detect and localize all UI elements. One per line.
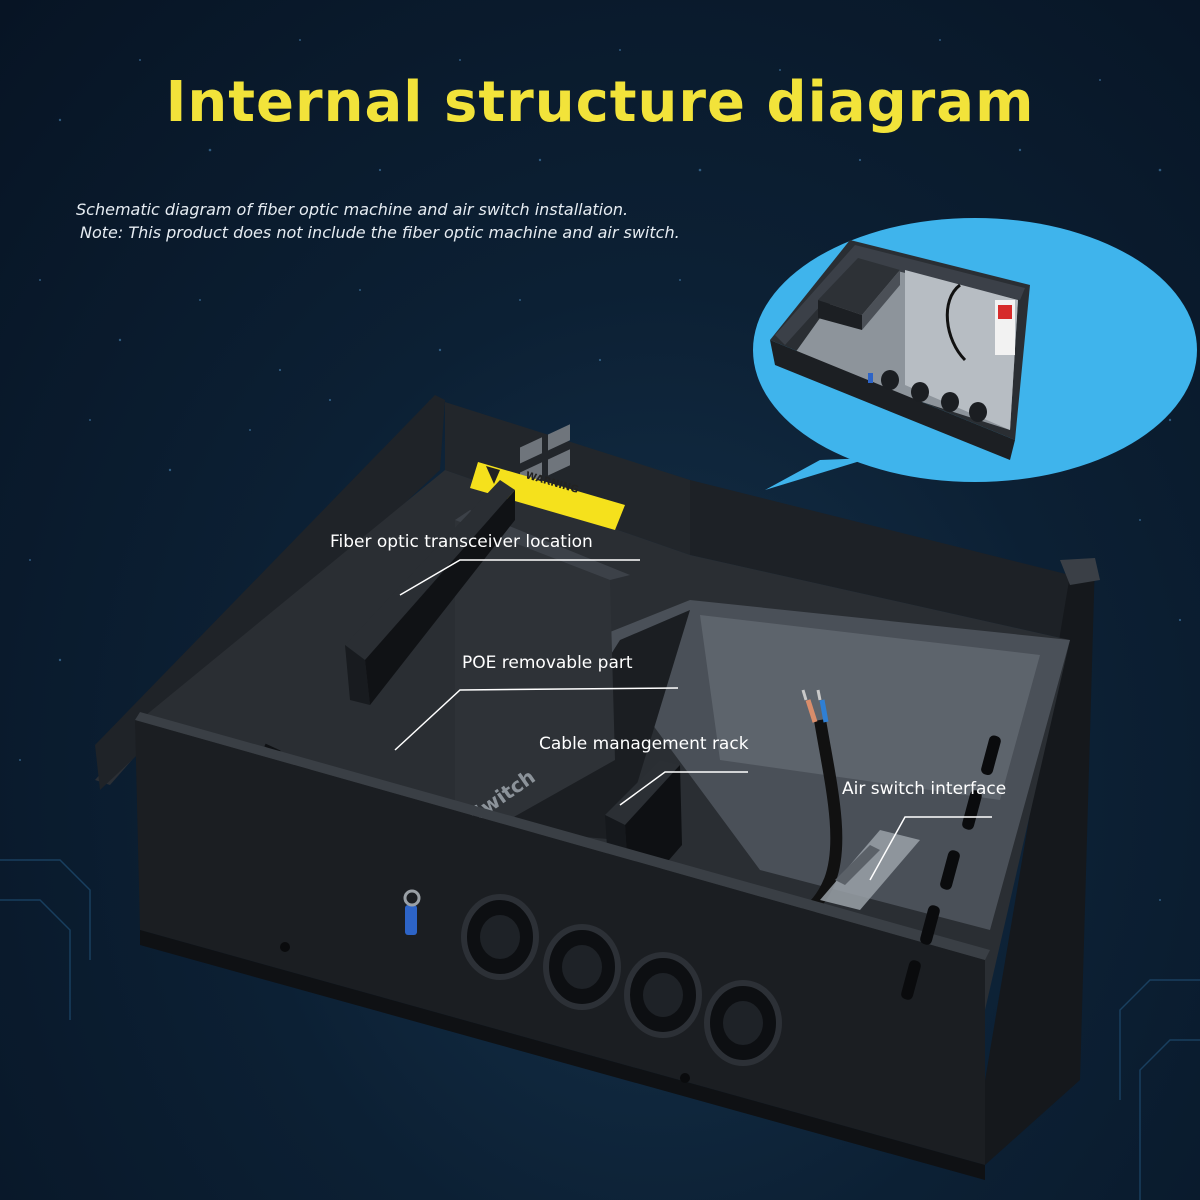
page-title: Internal structure diagram: [165, 70, 1035, 135]
subtitle-line-2: Note: This product does not include the …: [80, 223, 680, 242]
callout-line-rack: [619, 771, 748, 806]
callout-line-fiber: [399, 559, 640, 596]
callout-line-poe: [394, 687, 679, 751]
fiber-bracket-face: [365, 490, 515, 705]
warning-sticker: [470, 462, 625, 530]
poe-switch-block: [455, 520, 615, 850]
callout-poe-removable: POE removable part: [462, 653, 633, 673]
poe-ports: [520, 424, 570, 489]
callout-line-air: [869, 816, 992, 881]
box-back-wall-right: [690, 480, 1070, 640]
inset-bubble: [753, 218, 1197, 490]
box-back-wall-left: [445, 402, 690, 555]
subtitle-line-1: Schematic diagram of fiber optic machine…: [76, 200, 629, 219]
background-circuits: [0, 859, 1200, 1200]
fiber-bracket-top: [345, 480, 515, 660]
din-rail: [820, 830, 920, 910]
box-right-wall: [975, 560, 1095, 1165]
cable-rack-top: [605, 760, 680, 825]
right-wall-slots: [901, 735, 1001, 1000]
background-dots: [19, 39, 1182, 901]
knockout-holes: [461, 894, 782, 1066]
callout-cable-rack: Cable management rack: [539, 734, 749, 754]
callout-fiber-transceiver: Fiber optic transceiver location: [330, 532, 593, 552]
box-front-edge: [135, 712, 990, 960]
callout-lines: [394, 559, 992, 881]
callout-air-switch: Air switch interface: [842, 779, 1007, 799]
wire-brown: [805, 699, 818, 723]
wire-blue: [819, 699, 829, 723]
ground-terminal: [405, 905, 417, 935]
